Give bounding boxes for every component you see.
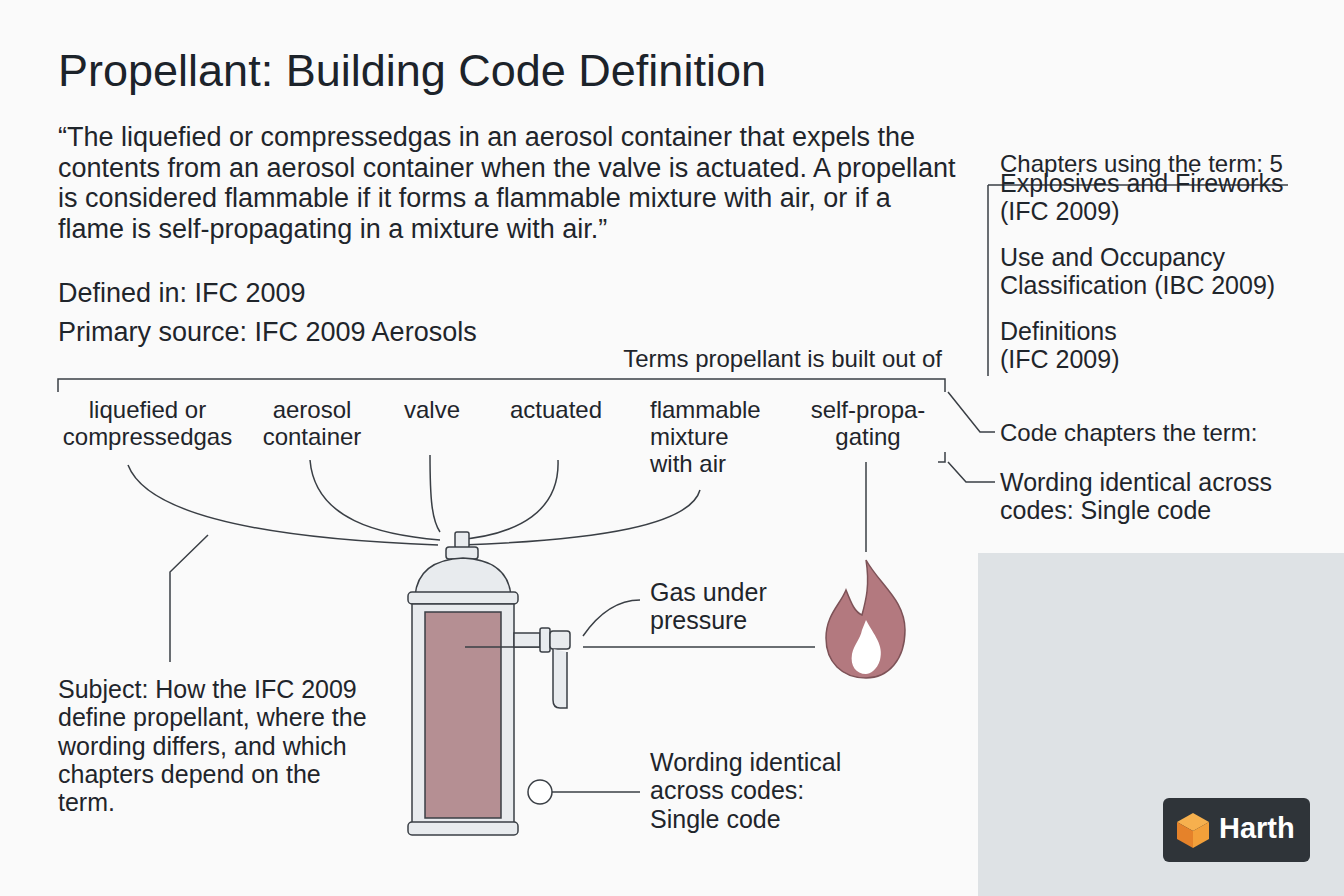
callout-note: Wording identical across codes: Single c… — [650, 748, 880, 833]
term-leader — [865, 462, 867, 552]
nozzle — [455, 532, 469, 548]
can-neck — [446, 547, 478, 559]
can-ring — [408, 592, 518, 604]
term-label: aerosol container — [252, 396, 372, 450]
subject-note: Subject: How the IFC 2009 define propell… — [58, 675, 378, 816]
can-base — [408, 822, 518, 835]
gray-panel — [978, 553, 1344, 896]
callout-note: Code chapters the term: — [1000, 419, 1330, 446]
term-leader — [455, 460, 558, 540]
flame-inner — [852, 620, 881, 674]
marker-circle — [528, 780, 552, 804]
term-leader — [430, 455, 440, 532]
flame-symbol — [826, 560, 905, 678]
bracket-heading: Terms propellant is built out of — [560, 345, 942, 372]
term-leader — [462, 490, 700, 545]
source-note: Primary source: IFC 2009 Aerosols — [58, 317, 658, 348]
can-body — [412, 604, 514, 824]
valve-stem — [514, 633, 540, 647]
term-label: self-propa- gating — [798, 396, 938, 450]
logo-icon — [1173, 810, 1213, 850]
term-label: valve — [392, 396, 472, 423]
chapter-item: Use and Occupancy Classification (IBC 20… — [1000, 243, 1305, 300]
bracket-tick — [938, 452, 945, 462]
logo-text: Harth — [1219, 812, 1295, 845]
valve-spout — [553, 649, 567, 708]
aerosol-can — [408, 532, 570, 835]
definition-quote: “The liquefied or compressedgas in an ae… — [58, 122, 958, 244]
subject-leader — [170, 535, 208, 662]
source-note: Defined in: IFC 2009 — [58, 278, 658, 309]
cube-face — [1193, 822, 1209, 848]
cube-face — [1177, 822, 1193, 848]
flame-outer — [826, 560, 905, 678]
callout-note: Wording identical across codes: Single c… — [1000, 468, 1300, 525]
can-dome — [415, 558, 511, 596]
leader-line — [948, 462, 995, 482]
gas-leader — [583, 600, 640, 636]
term-label: flammable mixture with air — [650, 396, 775, 477]
can-contents — [425, 612, 501, 818]
term-bracket — [58, 379, 945, 392]
chapter-item: Definitions (IFC 2009) — [1000, 317, 1170, 374]
term-label: liquefied or compressedgas — [50, 396, 245, 450]
circle-leader — [552, 791, 640, 793]
flame-leader — [583, 646, 815, 648]
callout-note: Gas under pressure — [650, 578, 800, 635]
diagram-title: Propellant: Building Code Definition — [58, 46, 766, 97]
logo-badge: Harth — [1163, 798, 1310, 862]
term-leader — [310, 460, 440, 540]
chapter-item: Explosives and Fireworks (IFC 2009) — [1000, 169, 1305, 226]
valve-nut — [540, 628, 550, 652]
leader-line — [948, 392, 995, 432]
term-label: actuated — [500, 396, 612, 423]
valve-head — [550, 631, 570, 649]
